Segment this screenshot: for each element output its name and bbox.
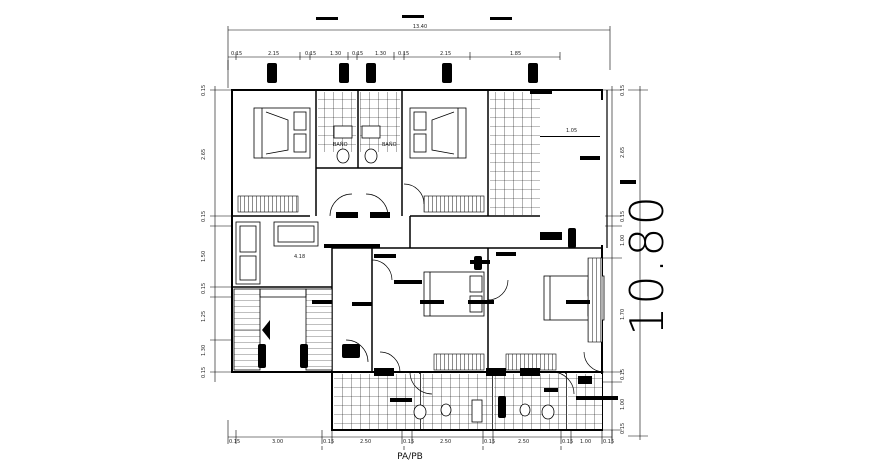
svg-text:2.50: 2.50 (360, 439, 371, 445)
svg-text:1.25: 1.25 (201, 311, 207, 322)
bath-labels: BAÑO BAÑO (333, 141, 397, 148)
tiled-floors (318, 92, 602, 429)
svg-text:1.30: 1.30 (375, 51, 386, 57)
sofa (235, 221, 319, 285)
bathroom-fixtures (333, 125, 555, 423)
svg-text:0.15: 0.15 (305, 51, 316, 57)
bottom-dimension-lines (227, 420, 613, 450)
right-wall-gap (599, 100, 605, 245)
svg-text:0.15: 0.15 (201, 367, 207, 378)
svg-text:0.15: 0.15 (484, 439, 495, 445)
svg-text:3.00: 3.00 (272, 439, 283, 445)
svg-text:BAÑO: BAÑO (333, 141, 348, 148)
svg-text:0.15: 0.15 (229, 439, 240, 445)
svg-text:0.15: 0.15 (562, 439, 573, 445)
svg-text:0.15: 0.15 (201, 85, 207, 96)
svg-text:1.00: 1.00 (620, 399, 626, 410)
svg-text:2.65: 2.65 (201, 149, 207, 160)
svg-text:0.15: 0.15 (403, 439, 414, 445)
top-overall-dim: 13.40 (413, 24, 427, 30)
svg-text:2.15: 2.15 (268, 51, 279, 57)
bottom-dim-labels: 0.15 3.00 0.15 2.50 0.15 2.50 0.15 2.50 … (229, 439, 614, 445)
overall-height-label: 10.80 (620, 194, 674, 336)
svg-text:0.15: 0.15 (231, 51, 242, 57)
fixture-blocks (258, 228, 592, 418)
svg-text:1.30: 1.30 (330, 51, 341, 57)
svg-text:0.15: 0.15 (620, 85, 626, 96)
annotation-bars (312, 90, 618, 402)
bed-top-left (253, 107, 311, 159)
svg-text:0.15: 0.15 (201, 211, 207, 222)
svg-text:1.50: 1.50 (201, 251, 207, 262)
svg-text:2.50: 2.50 (440, 439, 451, 445)
svg-text:0.15: 0.15 (201, 283, 207, 294)
svg-text:BAÑO: BAÑO (382, 141, 397, 148)
svg-text:1.00: 1.00 (620, 235, 626, 246)
window-markers-top (267, 63, 538, 83)
svg-text:0.15: 0.15 (603, 439, 614, 445)
svg-text:2.65: 2.65 (620, 147, 626, 158)
svg-text:0.15: 0.15 (398, 51, 409, 57)
left-dim-labels: 0.15 2.65 0.15 1.50 0.15 1.25 1.30 0.15 (201, 85, 207, 378)
top-dimension-ticks (316, 15, 512, 20)
svg-text:2.50: 2.50 (518, 439, 529, 445)
staircase (233, 288, 333, 371)
right-level-marker (620, 180, 636, 184)
svg-text:0.15: 0.15 (323, 439, 334, 445)
left-dimension-lines (210, 86, 232, 382)
svg-text:1.70: 1.70 (620, 309, 626, 320)
svg-text:2.15: 2.15 (440, 51, 451, 57)
misc-dim-living: 4.18 (294, 254, 305, 260)
svg-text:0.15: 0.15 (352, 51, 363, 57)
top-dimension-lines (227, 26, 611, 88)
svg-text:1.85: 1.85 (510, 51, 521, 57)
right-dimension-lines (600, 86, 648, 440)
bed-mid (423, 271, 485, 317)
misc-dim-hall: 1.05 (566, 128, 577, 134)
svg-text:0.15: 0.15 (620, 423, 626, 434)
svg-text:1.30: 1.30 (201, 345, 207, 356)
svg-text:0.15: 0.15 (620, 211, 626, 222)
right-dim-labels: 0.15 2.65 0.15 1.00 1.70 0.15 1.00 0.15 (620, 85, 626, 434)
svg-text:1.00: 1.00 (580, 439, 591, 445)
door-swings (329, 183, 605, 395)
svg-text:0.15: 0.15 (620, 369, 626, 380)
top-dim-labels: 0.15 2.15 0.15 1.30 0.15 1.30 0.15 2.15 … (231, 51, 521, 57)
plan-caption: PA/PB (397, 452, 423, 462)
bed-top-right (409, 107, 467, 159)
